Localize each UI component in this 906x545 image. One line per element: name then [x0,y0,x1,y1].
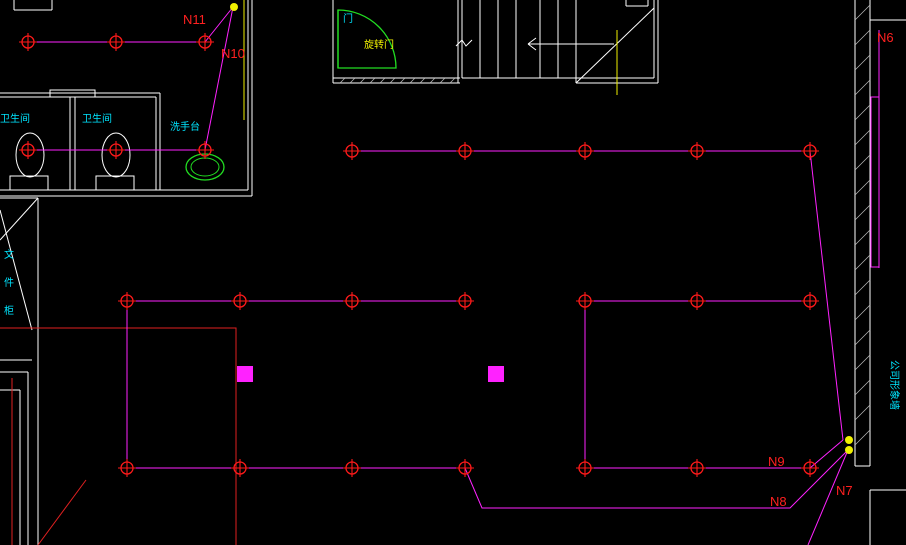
ceiling-light-icon [456,292,474,310]
room-label-file-3: 柜 [4,304,14,317]
ceiling-light-icon [231,292,249,310]
wall-hatch [339,4,871,446]
toilet-icon [95,132,135,191]
ceiling-light-icon [801,459,819,477]
room-label-wash-basin: 洗手台 [170,120,200,133]
ceiling-light-icon [19,141,37,159]
ceiling-light-icon [107,33,125,51]
switch-point-icon [845,446,853,454]
node-label-n11: N11 [183,12,206,27]
room-label-toilet-right: 卫生间 [82,112,112,125]
ceiling-light-icon [801,142,819,160]
room-label-file-1: 文 [4,248,14,261]
ceiling-light-icon [576,142,594,160]
switch-point-icon [845,436,853,444]
ceiling-light-icon [801,292,819,310]
ceiling-light-icon [196,141,214,159]
ceiling-light-icon [456,142,474,160]
ceiling-lights [19,33,819,477]
room-label-toilet-left: 卫生间 [0,112,30,125]
room-label-door: 门 [343,12,353,25]
ceiling-light-icon [343,459,361,477]
junction-box-icon [488,366,504,382]
ceiling-light-icon [343,292,361,310]
ceiling-light-icon [231,459,249,477]
junction-box-icon [237,366,253,382]
ceiling-light-icon [196,33,214,51]
ceiling-light-icon [456,459,474,477]
node-label-n7: N7 [836,483,853,498]
ceiling-light-icon [688,459,706,477]
ceiling-light-icon [118,459,136,477]
zone-boundary [0,327,237,545]
room-label-file-2: 件 [4,277,14,289]
ceiling-light-icon [688,292,706,310]
node-label-n8: N8 [770,494,787,509]
ceiling-light-icon [688,142,706,160]
ceiling-light-icon [19,33,37,51]
node-label-n9: N9 [768,454,785,469]
toilet-icon [9,132,49,191]
ceiling-light-icon [343,142,361,160]
node-label-n6: N6 [877,30,894,45]
wiring [28,6,849,545]
fixtures [243,0,880,268]
ceiling-light-icon [576,459,594,477]
room-label-company-wall: 公司形象墙 [888,360,901,410]
room-label-revolving-door: 旋转门 [364,38,394,51]
ceiling-light-icon [118,292,136,310]
switch-point-icon [230,3,238,11]
ceiling-light-icon [576,292,594,310]
node-label-n10: N10 [221,46,245,61]
ceiling-light-icon [107,141,125,159]
